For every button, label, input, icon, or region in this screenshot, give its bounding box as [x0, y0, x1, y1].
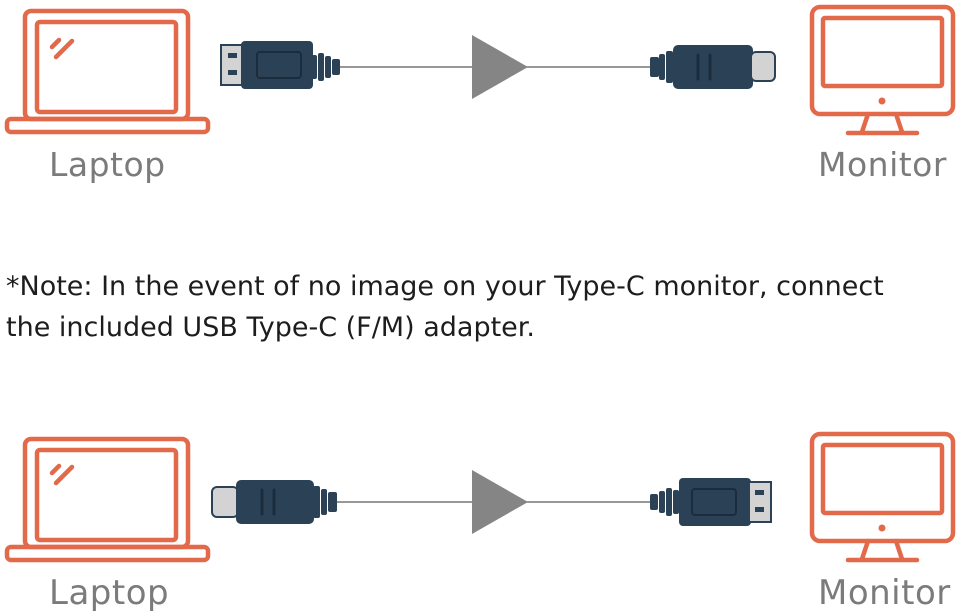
- displayport-connector-icon: [220, 41, 340, 89]
- laptop-icon: [4, 436, 211, 563]
- laptop-icon: [4, 8, 211, 135]
- connection-diagram-bottom: Laptop Monitor: [0, 425, 960, 613]
- direction-arrow-icon: [472, 470, 528, 534]
- adapter-note: *Note: In the event of no image on your …: [6, 266, 956, 348]
- note-line-2: the included USB Type-C (F/M) adapter.: [6, 312, 535, 343]
- displayport-connector-icon: [650, 478, 772, 526]
- laptop-label: Laptop: [49, 145, 166, 184]
- monitor-icon: [809, 4, 956, 136]
- monitor-label: Monitor: [818, 145, 947, 184]
- monitor-icon: [809, 431, 956, 563]
- connection-diagram-top: Laptop Monitor: [0, 0, 960, 184]
- note-line-1: *Note: In the event of no image on your …: [6, 271, 884, 302]
- monitor-label: Monitor: [818, 573, 951, 613]
- direction-arrow-icon: [472, 35, 528, 99]
- usb-c-connector-icon: [211, 480, 337, 524]
- usb-c-connector-icon: [650, 45, 776, 89]
- laptop-label: Laptop: [49, 573, 170, 613]
